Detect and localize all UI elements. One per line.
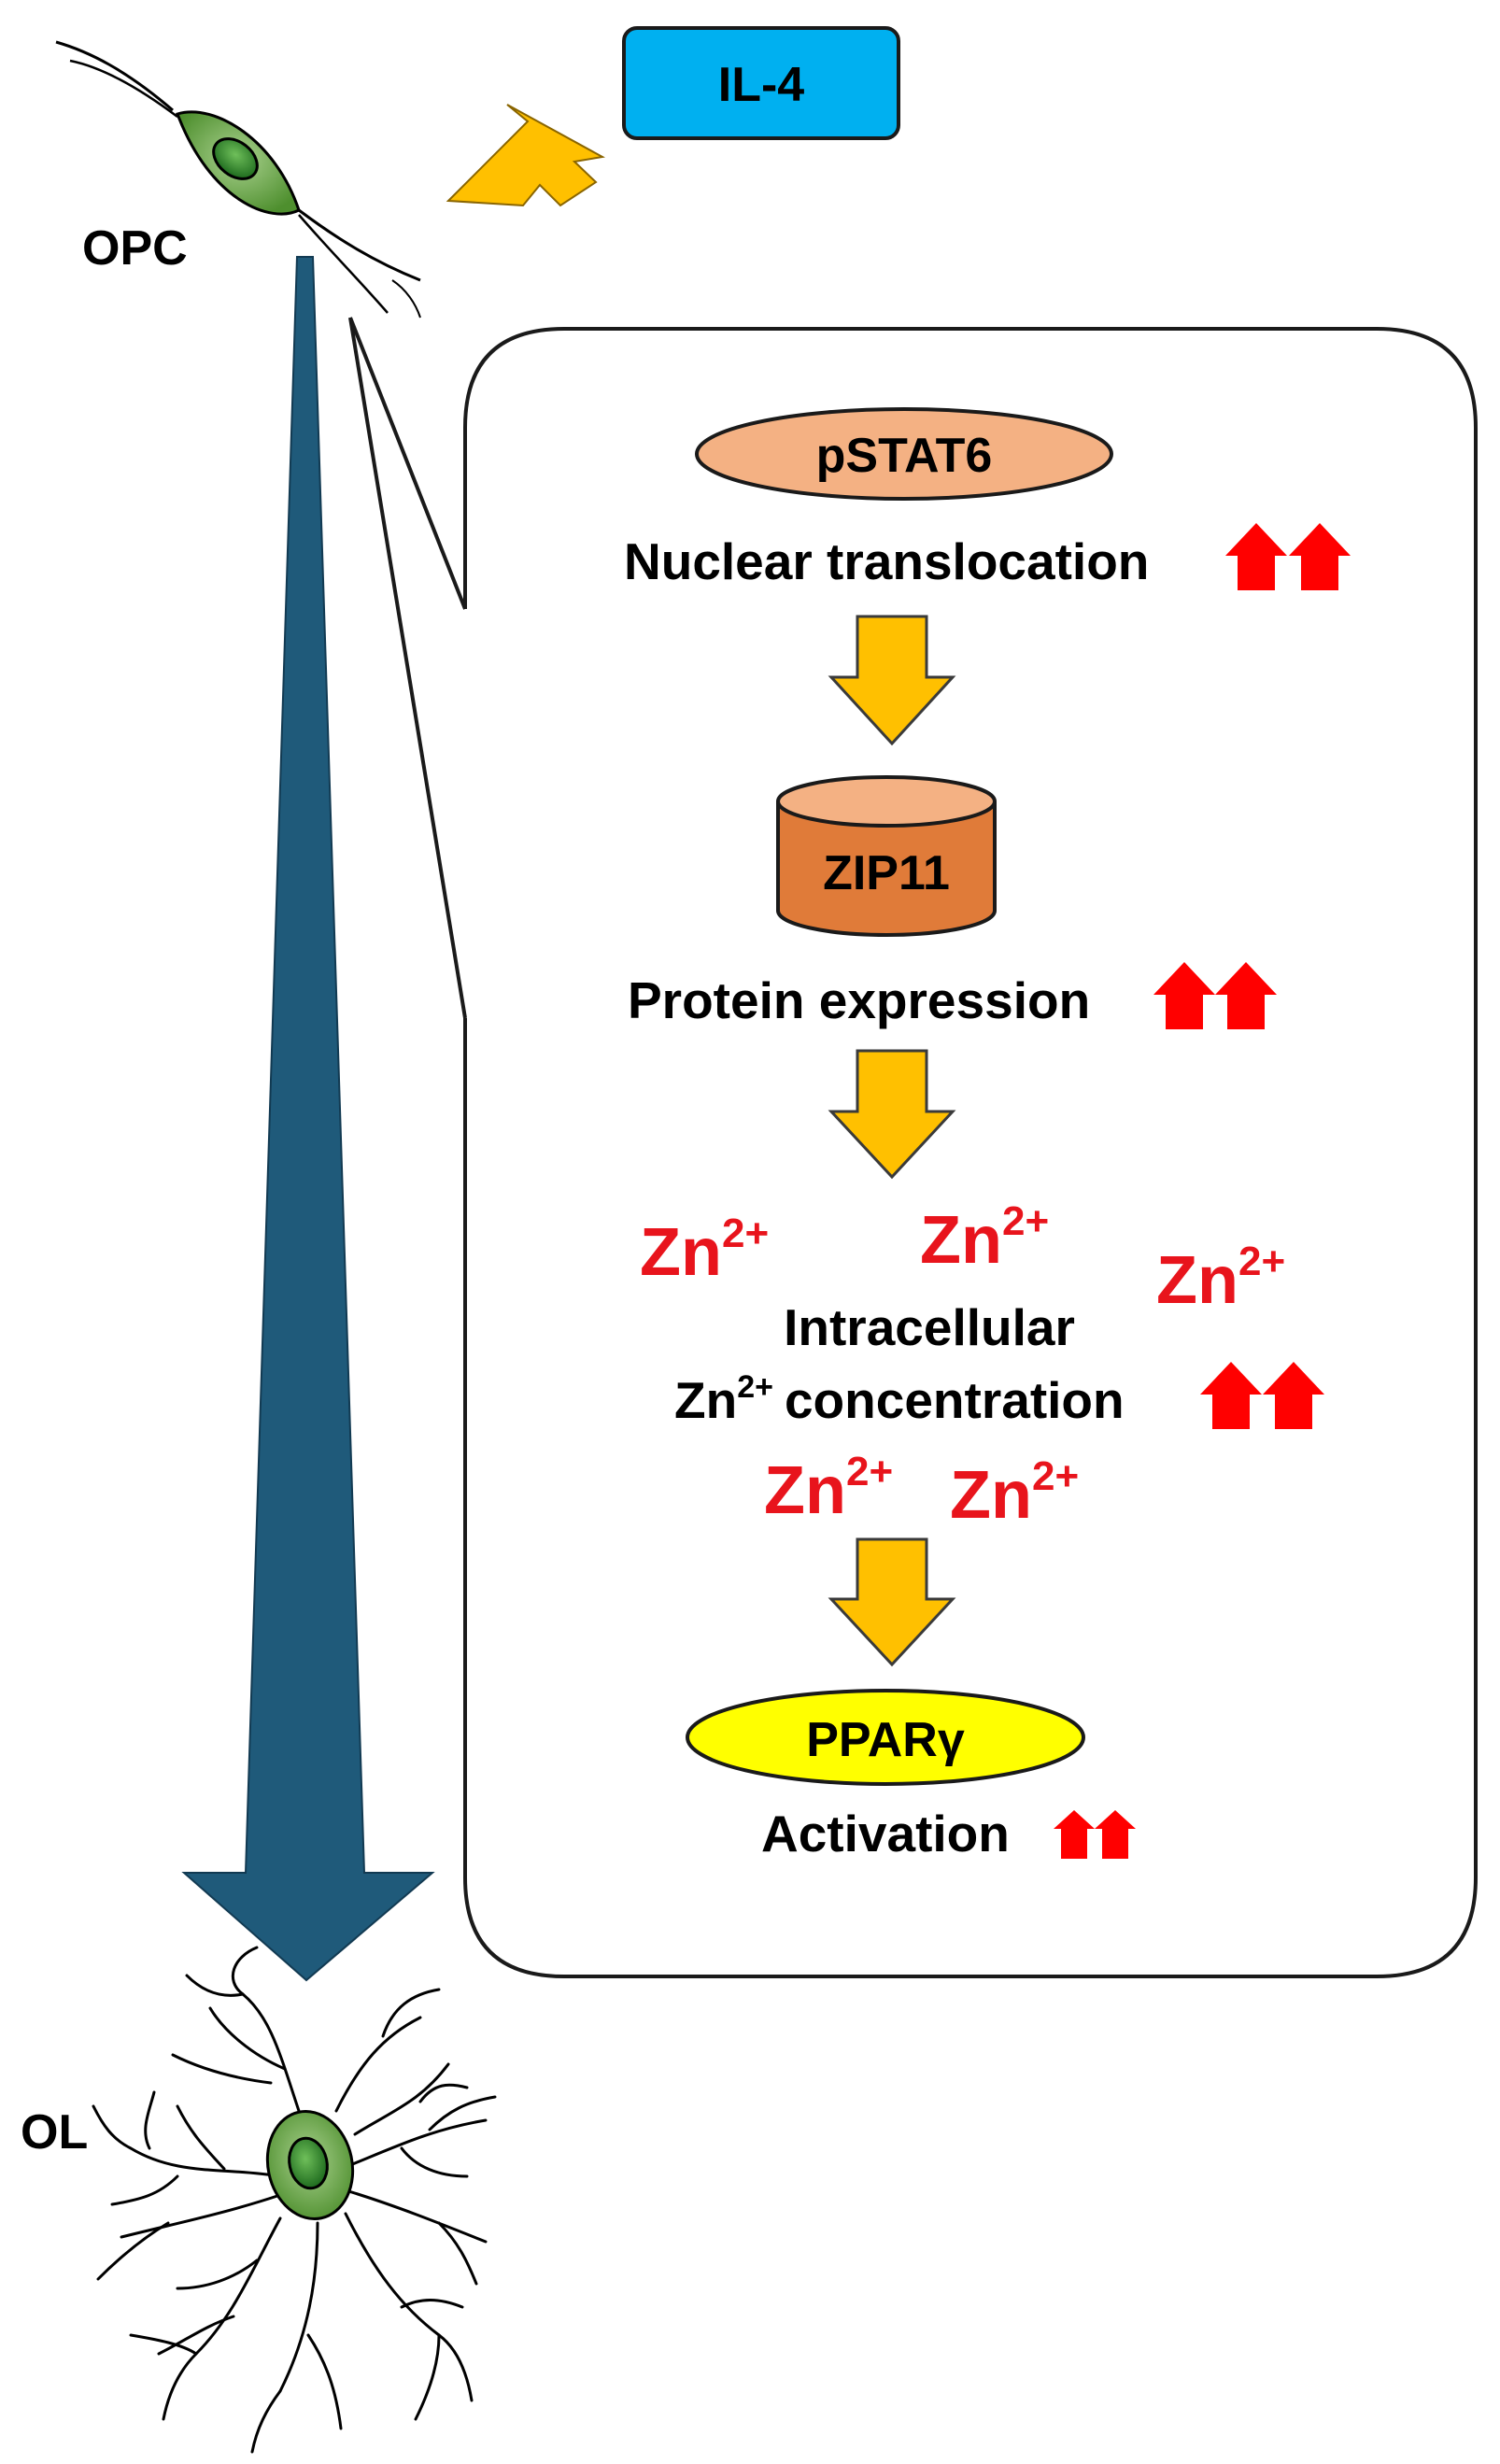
protein-expression-label: Protein expression xyxy=(628,971,1090,1029)
zinc-ion-2: Zn2+ xyxy=(920,1198,1049,1278)
zoom-line-lower xyxy=(348,317,467,1019)
ol-label: OL xyxy=(21,2105,88,2160)
intracellular-label: Intracellular xyxy=(784,1298,1075,1356)
flow-arrow-2 xyxy=(828,1049,956,1180)
zinc-ion-4: Zn2+ xyxy=(764,1449,893,1528)
flow-arrow-1 xyxy=(828,615,956,746)
flow-arrow-3 xyxy=(828,1537,956,1667)
svg-text:Zn2+: Zn2+ xyxy=(640,1211,769,1290)
up-arrow-icon xyxy=(1054,1810,1136,1859)
zinc-ion-5: Zn2+ xyxy=(950,1453,1079,1533)
pstat6-node xyxy=(695,407,1113,501)
svg-text:Zn2+: Zn2+ xyxy=(920,1198,1049,1278)
il4-to-opc-arrow xyxy=(446,104,606,207)
zip11-label: ZIP11 xyxy=(823,846,950,900)
ol-nucleus xyxy=(288,2136,329,2190)
zoom-line-upper xyxy=(348,317,467,610)
ppar-node xyxy=(686,1689,1085,1786)
pstat6-label: pSTAT6 xyxy=(816,429,993,483)
ppar-label: PPARγ xyxy=(806,1713,965,1767)
callout-border xyxy=(463,327,1478,1978)
activation-label: Activation xyxy=(761,1805,1010,1862)
zn-concentration-label: Zn2+concentration xyxy=(674,1369,1125,1429)
svg-text:Zn2+: Zn2+ xyxy=(764,1449,893,1528)
zip11-transporter xyxy=(776,775,997,937)
up-arrow-icon xyxy=(1200,1362,1324,1429)
nuclear-translocation-label: Nuclear translocation xyxy=(624,532,1149,590)
il4-label: IL-4 xyxy=(718,58,805,112)
zinc-ion-1: Zn2+ xyxy=(640,1211,769,1290)
svg-text:Zn2+: Zn2+ xyxy=(1156,1239,1285,1318)
up-arrow-icon xyxy=(1225,523,1351,590)
opc-label: OPC xyxy=(82,221,188,276)
differentiation-arrow xyxy=(181,256,435,1982)
ol-cell-icon xyxy=(92,1946,497,2454)
up-arrow-icon xyxy=(1153,962,1277,1029)
svg-text:Zn2+: Zn2+ xyxy=(950,1453,1079,1533)
opc-nucleus xyxy=(212,137,259,180)
zinc-ion-3: Zn2+ xyxy=(1156,1239,1285,1318)
il4-box xyxy=(622,26,900,140)
opc-cell-icon xyxy=(55,40,421,319)
